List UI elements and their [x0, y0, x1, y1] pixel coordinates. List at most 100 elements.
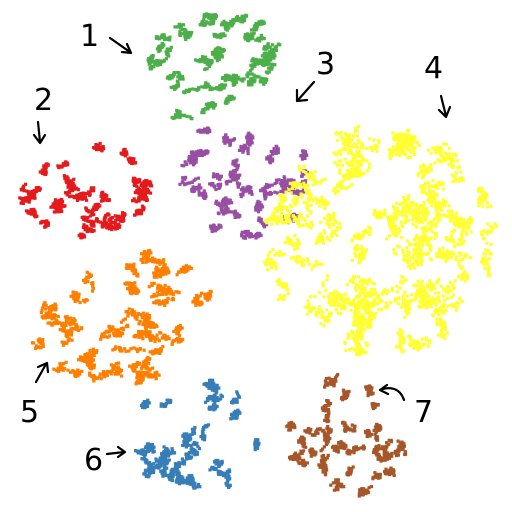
point-cluster-4	[338, 222, 342, 226]
point-cluster-4	[423, 211, 427, 215]
point-cluster-4	[344, 134, 349, 138]
point-cluster-2	[57, 198, 61, 203]
point-cluster-1	[202, 17, 206, 22]
point-cluster-4	[357, 150, 361, 154]
point-cluster-4	[407, 252, 411, 256]
point-cluster-4	[373, 291, 377, 295]
point-cluster-4	[356, 169, 360, 174]
point-cluster-4	[413, 261, 417, 265]
point-cluster-1	[172, 84, 176, 89]
point-cluster-2	[117, 225, 121, 229]
point-cluster-3	[281, 187, 285, 192]
point-cluster-4	[353, 126, 357, 130]
point-cluster-4	[453, 279, 457, 283]
point-cluster-3	[239, 192, 243, 196]
point-cluster-4	[332, 231, 336, 235]
point-cluster-3	[199, 186, 203, 190]
point-cluster-1	[182, 90, 186, 94]
point-cluster-4	[324, 199, 328, 203]
point-cluster-4	[406, 196, 410, 200]
point-cluster-5	[52, 313, 56, 317]
point-cluster-3	[234, 177, 238, 182]
point-cluster-4	[391, 226, 395, 230]
point-cluster-3	[239, 148, 244, 152]
point-cluster-4	[386, 304, 390, 308]
point-cluster-3	[248, 143, 252, 147]
point-cluster-4	[459, 234, 463, 238]
point-cluster-4	[421, 343, 425, 347]
point-cluster-4	[409, 255, 413, 259]
point-cluster-4	[308, 175, 312, 180]
point-cluster-2	[71, 181, 75, 185]
point-cluster-4	[270, 264, 274, 268]
point-cluster-4	[419, 263, 423, 267]
point-cluster-2	[119, 215, 123, 219]
point-cluster-4	[347, 334, 351, 338]
point-cluster-2	[41, 219, 45, 224]
point-cluster-1	[241, 79, 245, 83]
point-cluster-3	[303, 154, 307, 158]
point-cluster-4	[306, 224, 310, 228]
point-cluster-4	[306, 259, 310, 263]
point-cluster-3	[183, 177, 187, 181]
point-cluster-2	[62, 174, 66, 178]
point-cluster-4	[432, 301, 436, 305]
point-cluster-4	[320, 195, 324, 199]
point-cluster-4	[451, 293, 455, 297]
point-cluster-3	[197, 193, 201, 197]
point-cluster-4	[330, 216, 334, 220]
point-cluster-4	[335, 138, 339, 143]
point-cluster-5	[116, 365, 120, 369]
point-cluster-5	[129, 311, 133, 315]
point-cluster-3	[284, 181, 288, 185]
point-cluster-4	[420, 294, 424, 298]
point-cluster-4	[440, 148, 444, 152]
point-cluster-4	[275, 279, 279, 283]
point-cluster-4	[329, 303, 333, 307]
point-cluster-3	[262, 224, 266, 228]
point-cluster-1	[181, 77, 185, 81]
point-cluster-2	[83, 228, 87, 232]
point-cluster-1	[217, 56, 221, 61]
point-cluster-4	[268, 250, 272, 254]
point-cluster-4	[449, 157, 453, 162]
point-cluster-4	[316, 310, 321, 314]
point-cluster-4	[328, 222, 332, 227]
point-cluster-3	[200, 128, 204, 133]
point-cluster-4	[346, 140, 350, 144]
point-cluster-3	[246, 138, 250, 142]
point-cluster-4	[445, 285, 450, 289]
point-cluster-5	[163, 283, 167, 287]
point-cluster-4	[347, 185, 351, 189]
point-cluster-5	[178, 323, 182, 328]
point-cluster-4	[425, 169, 429, 173]
point-cluster-3	[301, 190, 305, 194]
point-cluster-4	[387, 216, 391, 220]
point-cluster-4	[387, 234, 391, 238]
point-cluster-4	[484, 257, 488, 261]
point-cluster-4	[402, 338, 406, 342]
point-cluster-1	[254, 28, 258, 32]
point-cluster-4	[420, 226, 424, 230]
point-cluster-1	[250, 72, 254, 76]
point-cluster-4	[444, 152, 448, 156]
point-cluster-4	[368, 146, 372, 150]
point-cluster-4	[325, 308, 329, 312]
point-cluster-1	[203, 67, 207, 71]
point-cluster-2	[146, 191, 150, 195]
point-cluster-4	[455, 211, 459, 215]
point-cluster-1	[169, 76, 174, 80]
point-cluster-3	[235, 214, 239, 218]
point-cluster-3	[212, 172, 216, 176]
point-cluster-4	[295, 186, 299, 190]
point-cluster-4	[378, 300, 382, 304]
point-cluster-4	[416, 173, 420, 177]
point-cluster-5	[145, 315, 150, 319]
point-cluster-4	[452, 239, 456, 243]
point-cluster-4	[435, 145, 439, 149]
point-cluster-4	[429, 224, 433, 228]
point-cluster-4	[350, 151, 354, 155]
point-cluster-4	[372, 138, 376, 142]
point-cluster-2	[100, 224, 104, 228]
point-cluster-4	[358, 259, 362, 263]
